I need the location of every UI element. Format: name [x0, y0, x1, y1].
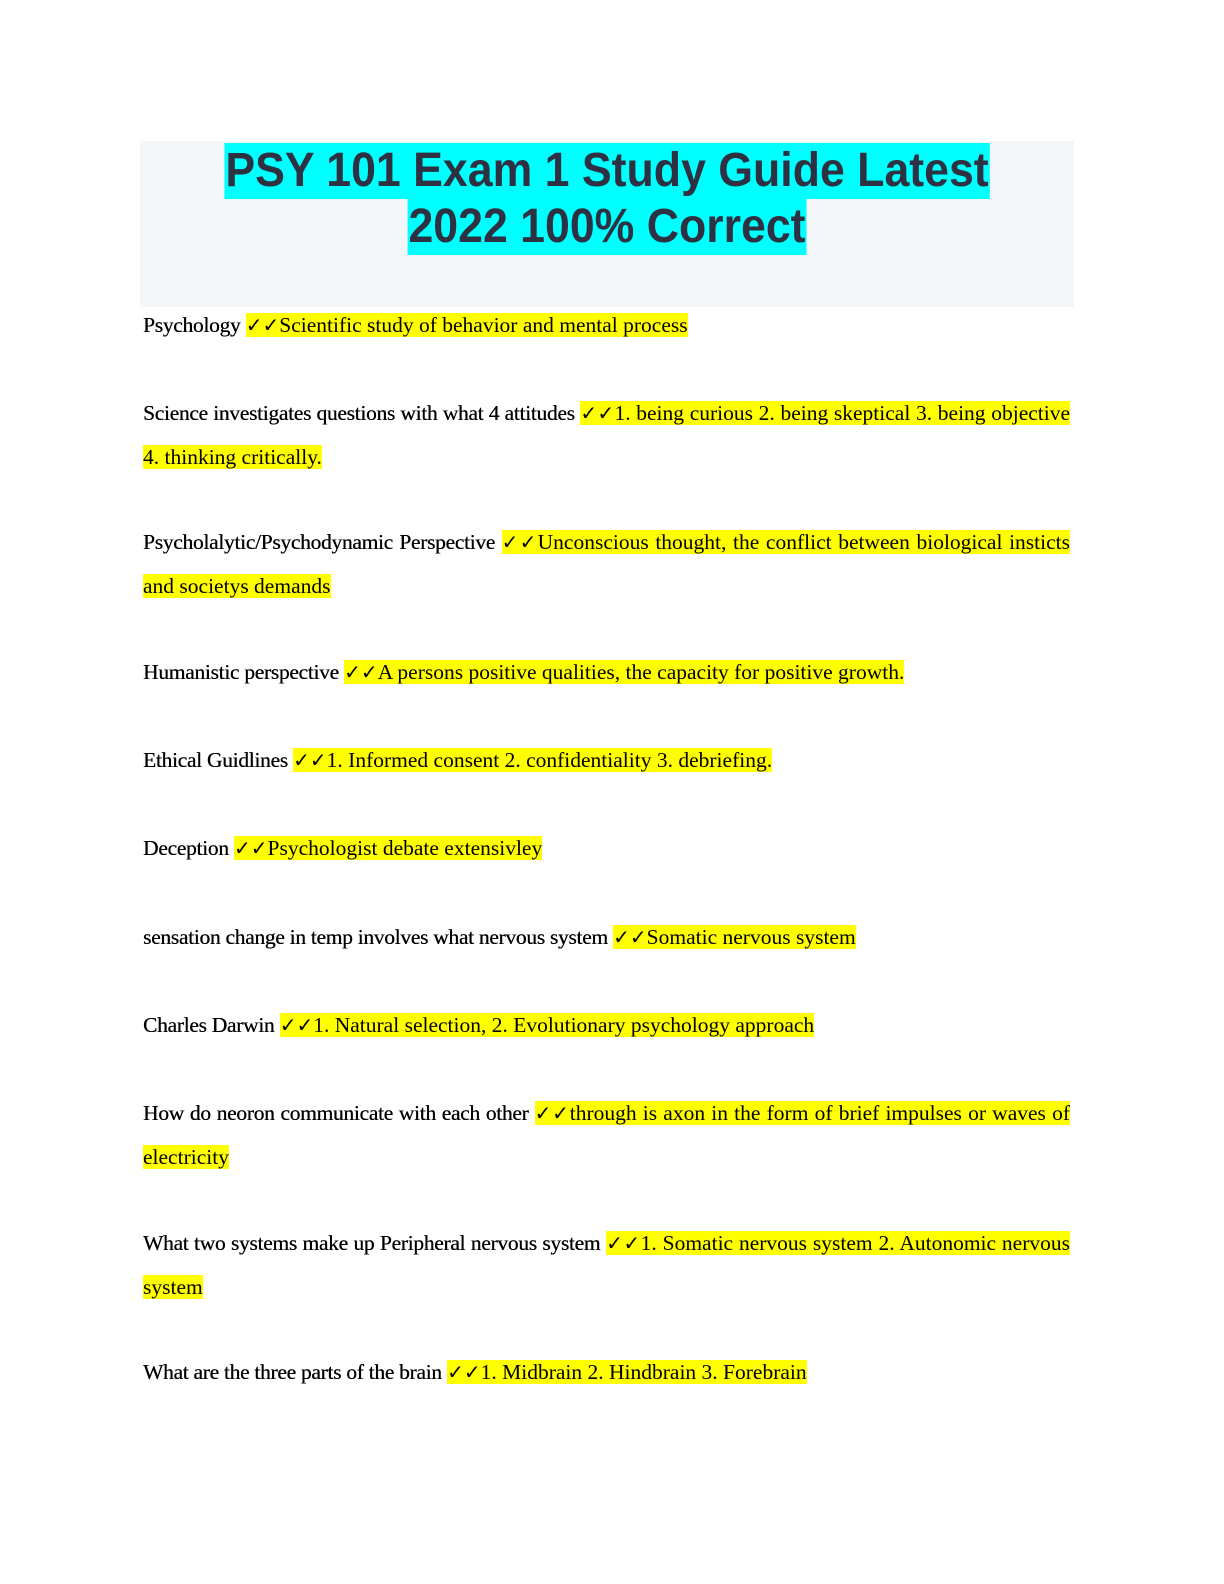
double-check-icon: ✓✓	[501, 530, 538, 554]
double-check-icon: ✓✓	[344, 660, 378, 684]
qa-item: What are the three parts of the brain ✓✓…	[143, 1350, 1070, 1394]
double-check-icon: ✓✓	[279, 1013, 314, 1037]
double-check-icon: ✓✓	[293, 748, 327, 772]
answer-highlight: ✓✓1. Midbrain 2. Hindbrain 3. Forebrain	[447, 1360, 807, 1384]
title-block: PSY 101 Exam 1 Study Guide Latest 2022 1…	[140, 141, 1074, 307]
qa-item: Deception ✓✓Psychologist debate extensiv…	[143, 826, 1070, 870]
double-check-icon: ✓✓	[447, 1360, 481, 1384]
question-text: Deception	[143, 836, 229, 860]
answer-text: 1. Informed consent 2. confidentiality 3…	[326, 748, 773, 772]
question-text: What two systems make up Peripheral nerv…	[143, 1231, 601, 1255]
answer-highlight: ✓✓Somatic nervous system	[613, 925, 856, 949]
qa-item: sensation change in temp involves what n…	[143, 915, 1070, 959]
question-text: Psychology	[143, 313, 241, 337]
answer-text: Unconscious thought, the conflict betwee…	[143, 530, 1070, 598]
answer-highlight: ✓✓A persons positive qualities, the capa…	[344, 660, 905, 684]
page-title-line-2: 2022 100% Correct	[407, 199, 807, 255]
qa-item: Humanistic perspective ✓✓A persons posit…	[143, 650, 1070, 694]
qa-item: Psycholalytic/Psychodynamic Perspective …	[143, 520, 1070, 608]
double-check-icon: ✓✓	[534, 1101, 570, 1125]
question-text: sensation change in temp involves what n…	[143, 925, 608, 949]
double-check-icon: ✓✓	[580, 401, 615, 425]
page-title-line-1: PSY 101 Exam 1 Study Guide Latest	[224, 143, 990, 199]
double-check-icon: ✓✓	[234, 836, 268, 860]
answer-highlight: ✓✓1. Informed consent 2. confidentiality…	[293, 748, 773, 772]
qa-item: Psychology ✓✓Scientific study of behavio…	[143, 303, 1070, 347]
answer-text: 1. being curious 2. being skeptical 3. b…	[143, 401, 1071, 469]
question-text: Ethical Guidlines	[143, 748, 288, 772]
answer-highlight: ✓✓Psychologist debate extensivley	[234, 836, 543, 860]
qa-item: How do neoron communicate with each othe…	[143, 1091, 1071, 1179]
answer-highlight: ✓✓Scientific study of behavior and menta…	[245, 313, 688, 337]
question-text: Charles Darwin	[143, 1013, 275, 1037]
answer-text: A persons positive qualities, the capaci…	[377, 660, 905, 684]
answer-text: Scientific study of behavior and mental …	[279, 313, 688, 337]
question-text: Psycholalytic/Psychodynamic Perspective	[143, 530, 495, 554]
question-text: Science investigates questions with what…	[143, 401, 575, 425]
answer-text: Psychologist debate extensivley	[267, 836, 543, 860]
question-text: How do neoron communicate with each othe…	[143, 1101, 529, 1125]
qa-item: Science investigates questions with what…	[143, 391, 1071, 479]
double-check-icon: ✓✓	[613, 925, 647, 949]
answer-text: 1. Natural selection, 2. Evolutionary ps…	[313, 1013, 815, 1037]
question-text: What are the three parts of the brain	[143, 1360, 442, 1384]
double-check-icon: ✓✓	[606, 1231, 641, 1255]
answer-highlight: ✓✓1. Natural selection, 2. Evolutionary …	[279, 1013, 815, 1037]
answer-text: 1. Midbrain 2. Hindbrain 3. Forebrain	[480, 1360, 807, 1384]
answer-text: Somatic nervous system	[646, 925, 856, 949]
qa-item: What two systems make up Peripheral nerv…	[143, 1221, 1070, 1309]
answer-text: through is axon in the form of brief imp…	[143, 1101, 1071, 1169]
answer-text: 1. Somatic nervous system 2. Autonomic n…	[143, 1231, 1070, 1299]
qa-item: Ethical Guidlines ✓✓1. Informed consent …	[143, 738, 1070, 782]
double-check-icon: ✓✓	[245, 313, 280, 337]
question-text: Humanistic perspective	[143, 660, 339, 684]
qa-item: Charles Darwin ✓✓1. Natural selection, 2…	[143, 1003, 1070, 1047]
